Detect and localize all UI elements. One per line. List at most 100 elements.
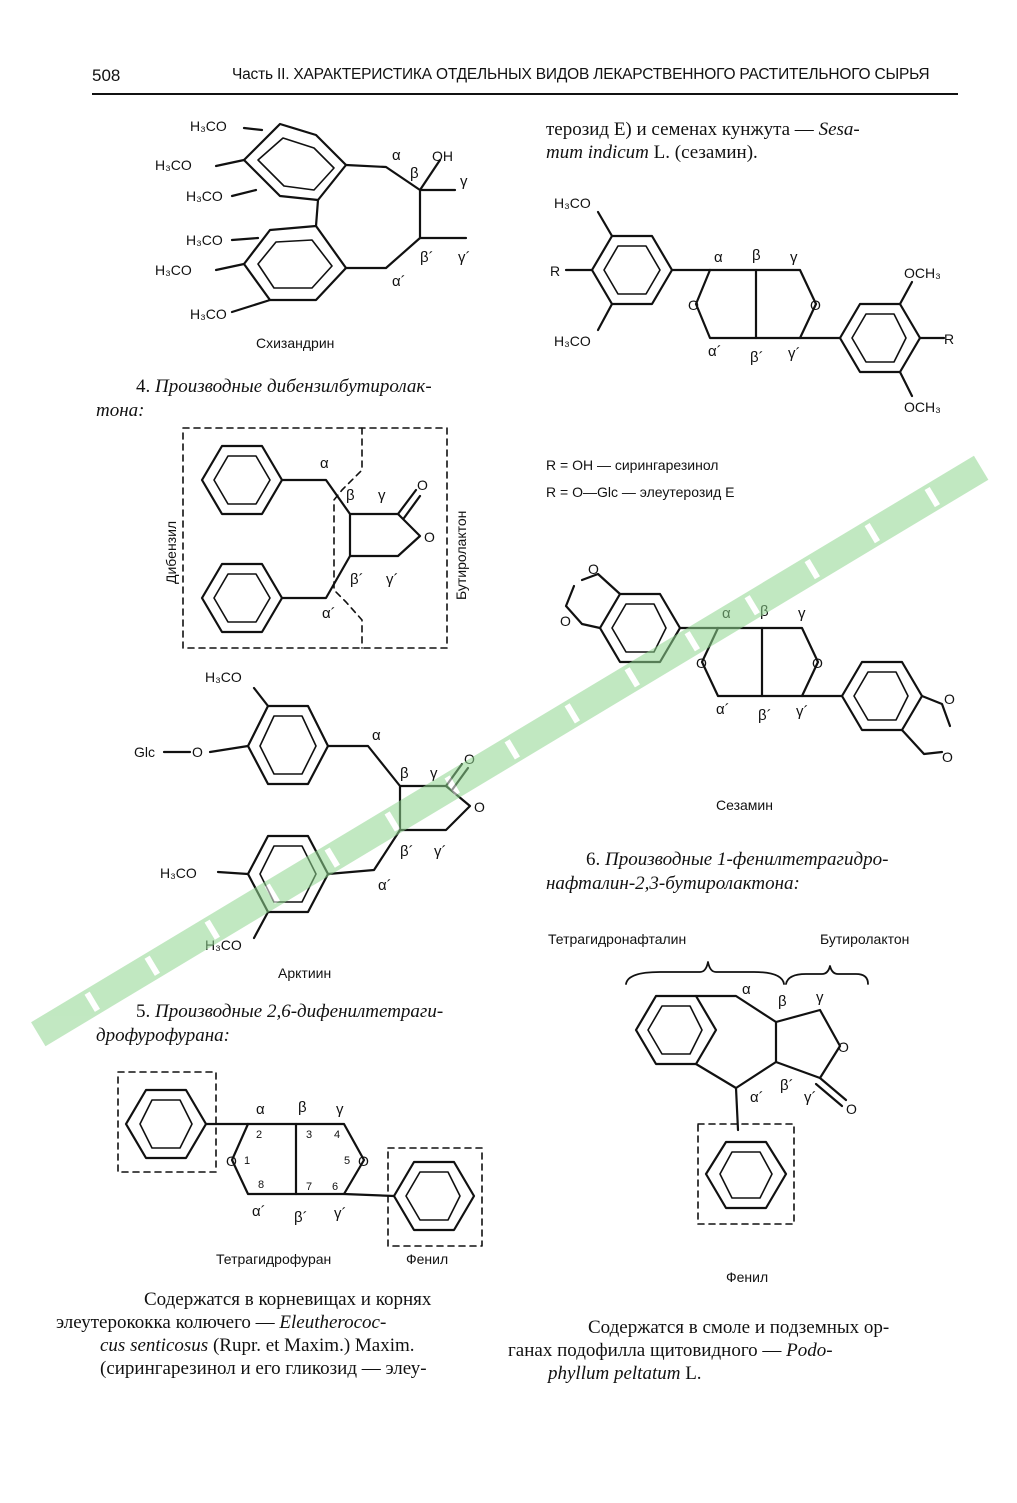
arctiin-beta: β [400, 765, 409, 782]
ring-upper-inner [257, 137, 335, 191]
arctiin-glc: Glc [134, 744, 155, 760]
section-6-heading: 6. Производные 1-фенилтетрагидро- нафтал… [546, 849, 889, 894]
ses-o-1: O [588, 561, 599, 577]
schiz-h3co-1: H₃CO [190, 118, 227, 134]
running-header: Часть II. ХАРАКТЕРИСТИКА ОТДЕЛЬНЫХ ВИДОВ… [232, 66, 930, 83]
ses-alpha-p: α´ [716, 701, 730, 718]
schiz-h3co-4: H₃CO [186, 232, 223, 248]
thff-n7: 7 [306, 1181, 312, 1193]
dbbl-gamma: γ [378, 487, 386, 504]
thff-n3: 3 [306, 1129, 312, 1141]
dbbl-gamma-p: γ´ [386, 571, 399, 588]
header-rule [92, 93, 958, 95]
page-number: 508 [92, 66, 121, 85]
syr-och3-bot: OCH₃ [904, 399, 941, 415]
caption-eleutheroside: R = O—Glc — элеутерозид Е [546, 484, 734, 500]
schiz-oh: OH [432, 148, 453, 164]
section-5-heading: 5. Производные 2,6-дифенилтетраги- дрофу… [96, 1001, 444, 1046]
paragraph-right-bottom: Содержатся в смоле и подземных ор- ганах… [508, 1317, 890, 1384]
syr-gamma-p: γ´ [788, 345, 801, 362]
ses-o-2: O [560, 613, 571, 629]
structure-arctiin: H₃CO Glc O H₃CO H₃CO O O α β γ β´ γ´ α´ … [134, 669, 485, 981]
schiz-beta-p: β´ [420, 249, 434, 266]
ses-o-3: O [944, 691, 955, 707]
dbbl-beta: β [346, 487, 355, 504]
arctiin-gamma-p: γ´ [434, 843, 447, 860]
syr-o-left: O [688, 297, 699, 313]
ses-gamma: γ [798, 605, 806, 622]
syr-beta-p: β´ [750, 349, 764, 366]
thff-gamma-p: γ´ [334, 1205, 347, 1222]
schiz-gamma-p: γ´ [458, 249, 471, 266]
structure-diphenyl-thff: O O α β γ α´ β´ γ´ 2 3 4 1 5 6 7 8 Тетра… [117, 1071, 483, 1267]
structure-podophyllotoxin-core: Тетрагидронафталин Бутиролактон O O α β … [548, 931, 909, 1285]
ses-gamma-p: γ´ [796, 703, 809, 720]
schiz-alpha: α [392, 147, 401, 164]
syr-r-right: R [944, 331, 954, 347]
syr-alpha-p: α´ [708, 343, 722, 360]
section-4-heading: 4. Производные дибензилбутиролак- тона: [96, 376, 432, 421]
structure-schizandrin: H₃CO H₃CO H₃CO H₃CO H₃CO H₃CO OH α β γ β… [155, 118, 471, 351]
dbbl-alpha: α [320, 455, 329, 472]
schiz-h3co-2: H₃CO [155, 157, 192, 173]
dbbl-beta-p: β´ [350, 571, 364, 588]
syr-gamma: γ [790, 249, 798, 266]
syr-r-left: R [550, 263, 560, 279]
caption-butyrolactone-vertical: Бутиролактон [453, 511, 469, 600]
arctiin-o: O [192, 744, 203, 760]
paragraph-left-bottom: Содержатся в корневищах и корнях элеутер… [56, 1289, 432, 1379]
ses-o-4: O [942, 749, 953, 765]
podo-alpha-p: α´ [750, 1089, 764, 1106]
dbbl-o-ring: O [424, 529, 435, 545]
podo-beta: β [778, 993, 787, 1010]
arctiin-alpha: α [372, 727, 381, 744]
thff-n4: 4 [334, 1129, 340, 1141]
arctiin-h3co-top: H₃CO [205, 669, 242, 685]
thff-n8: 8 [258, 1179, 264, 1191]
podo-beta-p: β´ [780, 1077, 794, 1094]
thff-n2: 2 [256, 1129, 262, 1141]
caption-phenyl: Фенил [406, 1251, 448, 1267]
thff-beta: β [298, 1099, 307, 1116]
thff-gamma: γ [336, 1101, 344, 1118]
arctiin-h3co-mid: H₃CO [160, 865, 197, 881]
caption-syringaresinol: R = OH — сирингарезинол [546, 457, 718, 473]
ses-beta-p: β´ [758, 707, 772, 724]
thff-n1: 1 [244, 1155, 250, 1167]
dbbl-alpha-p: α´ [322, 605, 336, 622]
syr-h3co-top: H₃CO [554, 195, 591, 211]
thff-o5: O [358, 1153, 369, 1169]
syr-beta: β [752, 247, 761, 264]
ses-o-right: O [812, 655, 823, 671]
schiz-h3co-5: H₃CO [155, 262, 192, 278]
dbbl-o-carbonyl: O [417, 477, 428, 493]
ses-o-left: O [696, 655, 707, 671]
caption-dibenzyl: Дибензил [163, 521, 179, 584]
structure-dibenzylbutyrolactone: O O α β γ β´ γ´ α´ Дибензил Бутиролактон [163, 427, 469, 649]
box-outer [182, 427, 448, 649]
podo-o-carbonyl: O [846, 1101, 857, 1117]
thff-beta-p: β´ [294, 1209, 308, 1226]
ring-lower-inner [257, 239, 333, 289]
caption-tetrahydrofuran: Тетрагидрофуран [216, 1251, 331, 1267]
syr-o-right: O [810, 297, 821, 313]
thff-alpha: α [256, 1101, 265, 1118]
podo-gamma: γ [816, 989, 824, 1006]
caption-schizandrin: Схизандрин [256, 335, 334, 351]
caption-tetrahydronaphthalene: Тетрагидронафталин [548, 931, 686, 947]
syr-alpha: α [714, 249, 723, 266]
arctiin-gamma: γ [430, 765, 438, 782]
arctiin-o-ring: O [474, 799, 485, 815]
caption-butyrolactone: Бутиролактон [820, 931, 909, 947]
thff-n6: 6 [332, 1181, 338, 1193]
caption-phenyl-2: Фенил [726, 1269, 768, 1285]
thff-o1: O [226, 1153, 237, 1169]
thff-alpha-p: α´ [252, 1203, 266, 1220]
structure-syringaresinol: H₃CO R H₃CO O O OCH₃ R OCH₃ α β γ α´ β´ … [546, 195, 954, 500]
paragraph-right-top: терозид Е) и семенах кунжута — Sesa- mum… [546, 119, 860, 163]
syr-h3co-bot: H₃CO [554, 333, 591, 349]
schiz-beta: β [410, 165, 419, 182]
schiz-h3co-3: H₃CO [186, 188, 223, 204]
